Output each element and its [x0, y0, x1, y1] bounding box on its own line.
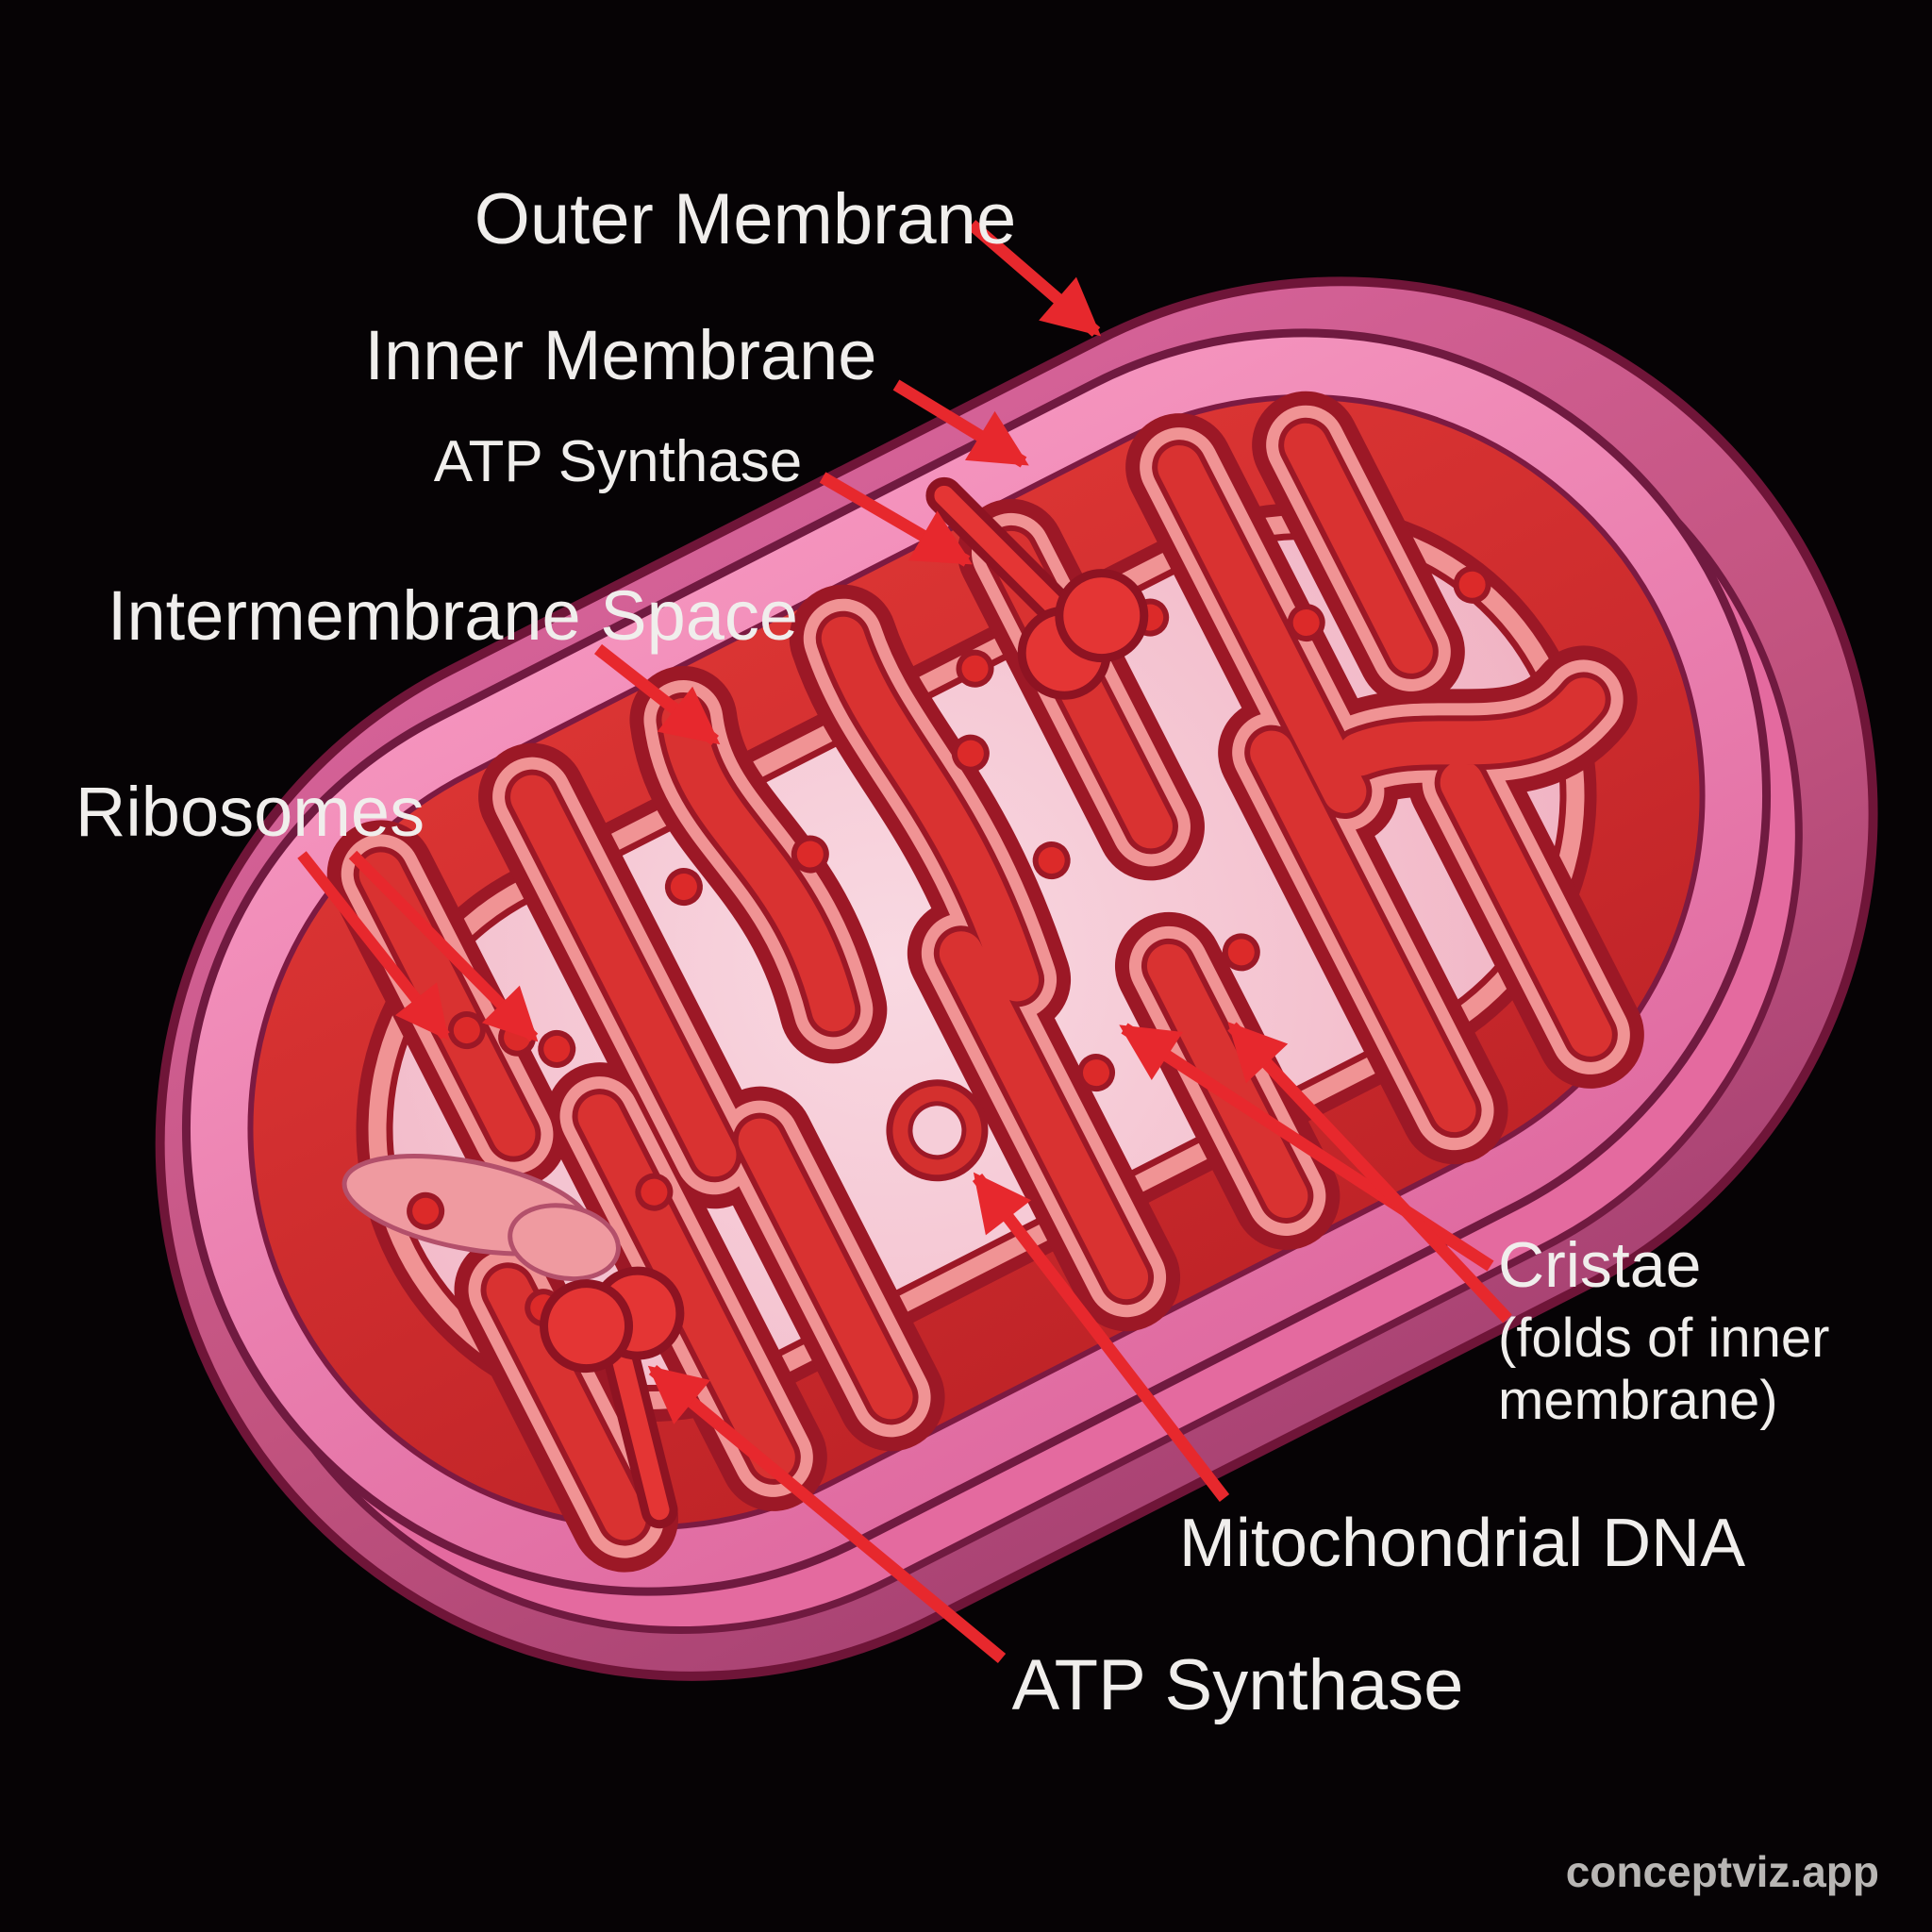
labels: Outer Membrane Inner Membrane ATP Syntha…	[75, 179, 1829, 1725]
mitochondrial-dna-ring	[886, 1079, 989, 1182]
arrow-outer-membrane	[967, 220, 1102, 337]
watermark-text: conceptviz.app	[1566, 1847, 1879, 1896]
mitochondrion-illustration	[155, 276, 1878, 1681]
label-intermembrane-space: Intermembrane Space	[108, 576, 798, 655]
arrow-inner-membrane	[892, 379, 1029, 468]
label-ribosomes: Ribosomes	[75, 773, 425, 851]
label-atp-synthase-bottom: ATP Synthase	[1012, 1645, 1464, 1725]
arrow-ribosomes-2	[348, 850, 539, 1042]
arrow-intermembrane-space	[593, 643, 721, 746]
label-inner-membrane: Inner Membrane	[365, 316, 877, 394]
label-cristae: Cristae	[1498, 1229, 1701, 1301]
arrow-cristae-1	[1119, 1023, 1494, 1272]
arrow-atp-synthase-bottom	[647, 1364, 1007, 1664]
label-cristae-sub1: (folds of inner	[1498, 1307, 1829, 1369]
arrow-atp-synthase-top	[819, 472, 973, 567]
matrix-granule	[341, 1154, 621, 1282]
arrow-mitochondrial-dna	[972, 1172, 1230, 1502]
label-outer-membrane: Outer Membrane	[475, 179, 1016, 259]
arrow-cristae-2	[1227, 1022, 1512, 1324]
pointer-arrows	[297, 220, 1512, 1664]
label-cristae-sub2: membrane)	[1498, 1370, 1778, 1431]
arrow-ribosomes-1	[297, 851, 450, 1041]
label-mitochondrial-dna: Mitochondrial DNA	[1179, 1506, 1745, 1581]
label-atp-synthase-top: ATP Synthase	[434, 429, 803, 494]
